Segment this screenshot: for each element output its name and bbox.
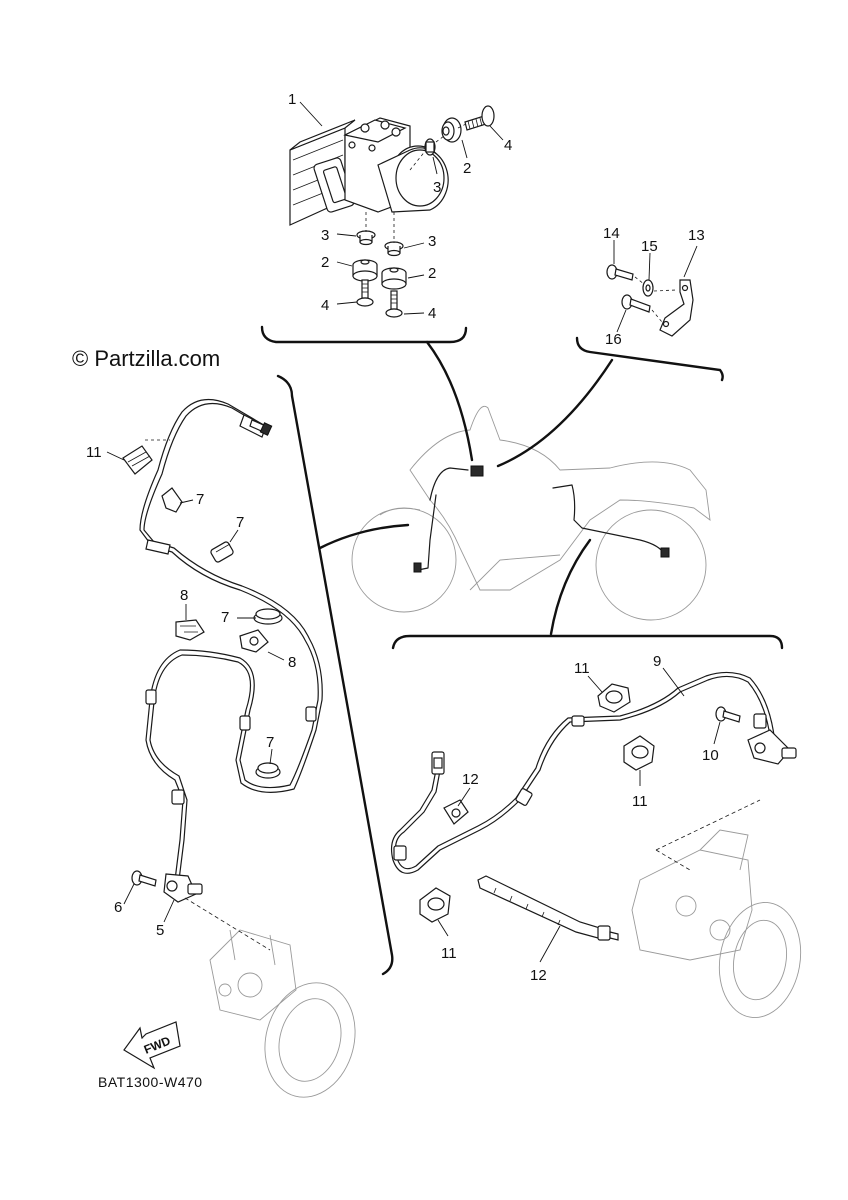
callout-8-a: 8 <box>180 587 188 604</box>
front-clip-c[interactable] <box>253 608 283 625</box>
callout-14: 14 <box>603 225 620 242</box>
callout-11-rear-a: 11 <box>574 660 590 677</box>
collar-a[interactable] <box>424 138 436 156</box>
grommet-b[interactable] <box>352 259 378 282</box>
front-clamp[interactable] <box>122 439 170 475</box>
front-sensor-connector[interactable] <box>239 414 273 438</box>
callout-3-right: 3 <box>433 179 441 196</box>
callout-3-center: 3 <box>428 233 436 250</box>
callout-4-right: 4 <box>504 137 512 154</box>
callout-7-a: 7 <box>196 491 204 508</box>
rear-wheel-sensor[interactable] <box>747 729 797 765</box>
fwd-arrow: FWD <box>123 1021 181 1070</box>
grommet-c[interactable] <box>381 267 407 290</box>
front-holder-b[interactable] <box>239 629 269 653</box>
front-clip-d[interactable] <box>255 762 281 779</box>
front-wheel-sensor-group: 11 7 7 8 7 8 7 6 5 <box>86 374 394 1098</box>
callout-7-c: 7 <box>221 609 229 626</box>
diagram-code: BAT1300-W470 <box>98 1074 203 1090</box>
rear-sensor-connector[interactable] <box>431 751 445 775</box>
rear-clamp-b[interactable] <box>623 735 655 771</box>
callout-6: 6 <box>114 899 122 916</box>
callout-11-rear-b: 11 <box>632 793 648 810</box>
abs-hydraulic-unit[interactable] <box>289 117 449 226</box>
callout-5: 5 <box>156 922 164 939</box>
rear-brake-caliper-ghost <box>631 829 753 961</box>
callout-2-right: 2 <box>463 160 471 177</box>
watermark: © Partzilla.com <box>72 346 220 371</box>
bracket-bolt-a[interactable] <box>606 264 634 281</box>
callout-11-rear-c: 11 <box>441 945 457 962</box>
hydraulic-unit-group: 1 2 3 4 3 2 4 3 2 4 <box>260 91 512 344</box>
rear-group-frame <box>391 634 784 650</box>
bracket[interactable] <box>659 279 694 337</box>
bracket-washer[interactable] <box>642 279 654 297</box>
callout-12-rear-b: 12 <box>530 967 547 984</box>
rear-wheel-sensor-group: 11 9 10 11 12 11 12 <box>390 634 802 1018</box>
callout-2-left: 2 <box>321 254 329 271</box>
callout-4-left: 4 <box>321 297 329 314</box>
unit-pointer-line <box>425 340 474 462</box>
bracket-frame <box>575 336 724 382</box>
callout-11-front: 11 <box>86 444 102 461</box>
collar-b[interactable] <box>356 230 376 246</box>
bracket-group: 14 15 13 16 <box>575 225 724 382</box>
grommet-a[interactable] <box>441 117 462 143</box>
callout-9: 9 <box>653 653 661 670</box>
motorcycle-silhouette <box>318 340 711 636</box>
rear-clamp-a[interactable] <box>597 683 631 713</box>
front-sensor-lead[interactable] <box>139 398 319 881</box>
front-sensor-location-marker <box>413 562 422 573</box>
rear-brake-disc-ghost <box>718 902 802 1018</box>
rear-sensor-location-marker <box>660 547 670 558</box>
front-wheel-sensor[interactable] <box>163 873 203 903</box>
callout-10: 10 <box>702 747 719 764</box>
callout-4-center: 4 <box>428 305 436 322</box>
callout-12-rear-a: 12 <box>462 771 479 788</box>
callout-1: 1 <box>288 91 296 108</box>
front-brake-disc-ghost <box>264 982 356 1098</box>
rear-pointer-line <box>549 538 592 636</box>
bracket-bolt-b[interactable] <box>621 294 651 313</box>
rear-sensor-bolt[interactable] <box>715 706 741 723</box>
rear-sensor-lead[interactable] <box>390 675 773 874</box>
callout-3-left: 3 <box>321 227 329 244</box>
bolt-a[interactable] <box>464 105 495 131</box>
rear-cable-tie-a[interactable] <box>443 799 469 825</box>
callout-16: 16 <box>605 331 622 348</box>
collar-c[interactable] <box>384 241 404 257</box>
hydraulic-unit-frame <box>260 325 468 344</box>
callout-7-b: 7 <box>236 514 244 531</box>
bracket-pointer-line <box>496 358 614 468</box>
front-clip-b[interactable] <box>210 541 234 563</box>
callout-8-b: 8 <box>288 654 296 671</box>
front-holder-a[interactable] <box>175 619 205 641</box>
front-clip-a[interactable] <box>161 487 183 513</box>
callout-15: 15 <box>641 238 658 255</box>
rear-cable-tie-b[interactable] <box>477 875 619 941</box>
front-sensor-bolt[interactable] <box>131 870 157 887</box>
callout-7-d: 7 <box>266 734 274 751</box>
front-brake-caliper-ghost <box>209 929 297 1021</box>
callout-2-center: 2 <box>428 265 436 282</box>
bolt-b[interactable] <box>356 279 374 307</box>
front-group-frame <box>276 374 394 976</box>
bolt-c[interactable] <box>385 290 403 318</box>
front-pointer-line <box>318 523 410 550</box>
callout-13: 13 <box>688 227 705 244</box>
abs-unit-location-marker <box>470 465 484 477</box>
rear-clamp-c[interactable] <box>419 887 451 923</box>
